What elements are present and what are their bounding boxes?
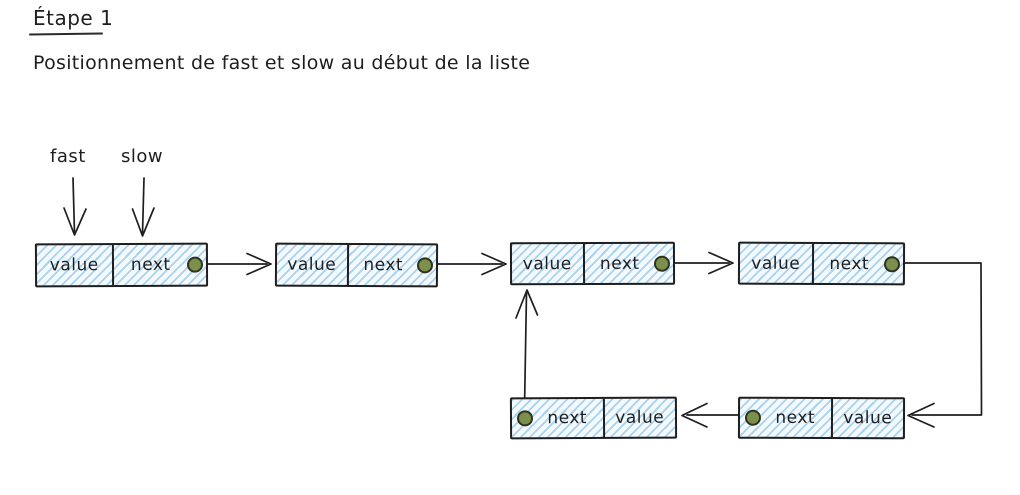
linked-list-node-3: value next bbox=[509, 241, 676, 286]
linked-list-node-4: value next bbox=[737, 241, 906, 286]
value-cell: value bbox=[511, 244, 585, 284]
arrow-node5-node3-cycle bbox=[515, 289, 539, 409]
slow-pointer-arrow bbox=[131, 177, 155, 237]
value-cell-label: value bbox=[751, 253, 801, 274]
linked-list-node-2: value next bbox=[274, 242, 439, 288]
next-cell: next bbox=[739, 398, 833, 438]
next-pointer-dot bbox=[416, 257, 434, 274]
value-cell: value bbox=[36, 245, 114, 286]
linked-list-node-6: next value bbox=[737, 396, 906, 440]
next-cell: next bbox=[348, 245, 436, 285]
value-cell: value bbox=[832, 399, 903, 437]
value-cell-label: value bbox=[843, 408, 893, 429]
arrow-node4-node6-loop bbox=[898, 262, 983, 428]
linked-list-node-1: value next bbox=[34, 242, 209, 288]
arrow-node1-node2 bbox=[203, 252, 272, 276]
value-cell-label: value bbox=[49, 255, 99, 276]
step-title: Étape 1 bbox=[33, 6, 114, 30]
next-cell: next bbox=[584, 244, 673, 283]
next-cell: next bbox=[511, 398, 605, 438]
next-cell-label: next bbox=[829, 253, 870, 274]
value-cell-label: value bbox=[615, 407, 665, 428]
arrow-node2-node3 bbox=[433, 252, 507, 276]
next-cell: next bbox=[813, 244, 903, 283]
pointer-label-fast: fast bbox=[50, 146, 86, 167]
step-description: Positionnement de fast et slow au début … bbox=[33, 52, 531, 74]
pointer-label-slow: slow bbox=[121, 146, 164, 167]
fast-pointer-arrow bbox=[63, 177, 87, 236]
title-underline bbox=[28, 32, 104, 36]
arrow-node3-node4 bbox=[670, 251, 734, 275]
next-cell-label: next bbox=[775, 407, 816, 428]
next-cell-label: next bbox=[599, 253, 640, 274]
next-pointer-dot bbox=[186, 256, 204, 273]
next-pointer-dot bbox=[653, 255, 671, 272]
value-cell-label: value bbox=[287, 254, 337, 275]
value-cell-label: value bbox=[522, 253, 572, 274]
value-cell: value bbox=[604, 399, 675, 437]
linked-list-node-5: next value bbox=[509, 396, 678, 440]
value-cell: value bbox=[276, 244, 349, 285]
next-cell-label: next bbox=[363, 255, 404, 276]
next-pointer-dot bbox=[516, 410, 534, 427]
next-cell: next bbox=[113, 245, 206, 285]
value-cell: value bbox=[739, 243, 814, 283]
next-pointer-dot bbox=[744, 409, 762, 426]
next-cell-label: next bbox=[547, 408, 588, 429]
next-pointer-dot bbox=[883, 255, 901, 272]
next-cell-label: next bbox=[130, 254, 171, 275]
